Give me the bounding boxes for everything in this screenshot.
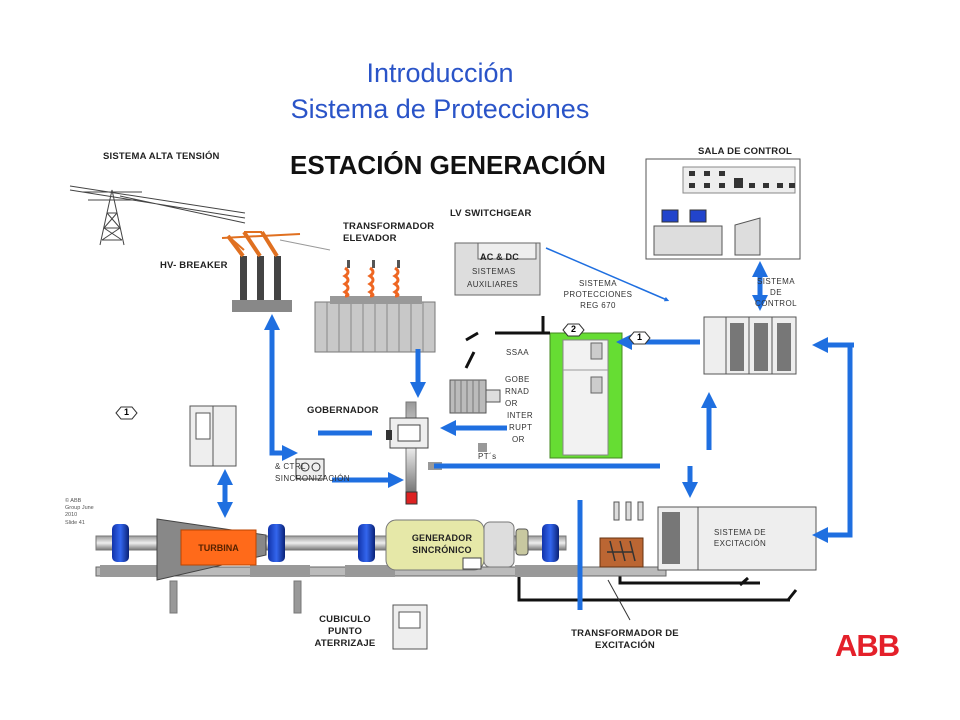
label-excitation-transformer-2: EXCITACIÓN bbox=[595, 640, 655, 651]
control-system-cabinet-icon bbox=[703, 316, 797, 375]
label-lv-switchgear: LV SWITCHGEAR bbox=[450, 208, 532, 219]
turbine-icon bbox=[156, 518, 267, 581]
ac-dc-auxiliaries-cabinet-icon bbox=[454, 242, 541, 296]
label-governor-v2: RNAD bbox=[505, 387, 530, 396]
label-ssaa: SSAA bbox=[506, 348, 529, 357]
badge-icon bbox=[115, 323, 651, 420]
excitation-system-cabinet-icon bbox=[657, 506, 817, 571]
badge-number: 1 bbox=[123, 407, 129, 417]
cubicle-icon bbox=[189, 405, 237, 467]
label-governor: GOBERNADOR bbox=[307, 405, 379, 416]
label-hv-breaker: HV- BREAKER bbox=[160, 260, 228, 271]
label-aux-2: AUXILIARES bbox=[467, 280, 519, 289]
label-grounding-1: CUBICULO bbox=[319, 614, 371, 625]
shaft-couplings bbox=[112, 524, 559, 562]
label-ac-dc: AC & DC bbox=[480, 252, 519, 262]
footer-copyright: © ABB bbox=[65, 498, 82, 504]
station-heading: ESTACIÓN GENERACIÓN bbox=[290, 150, 606, 180]
excitation-transformer-icon bbox=[599, 501, 644, 621]
transmission-tower-icon bbox=[69, 185, 246, 246]
footer-year: 2010 bbox=[65, 512, 78, 518]
footer-slide-number: Slide 41 bbox=[65, 520, 85, 526]
slide-title-line2: Sistema de Protecciones bbox=[290, 94, 590, 124]
lv-protection-link bbox=[545, 247, 670, 302]
motor-icon bbox=[449, 379, 501, 414]
label-generator-1: GENERADOR bbox=[411, 533, 473, 543]
protection-relay-panel-icon bbox=[549, 332, 623, 459]
synchronous-generator-icon bbox=[385, 519, 529, 571]
step-up-transformer-icon bbox=[314, 260, 436, 353]
label-breaker-3: OR bbox=[512, 435, 525, 444]
slide-title-line1: Introducción bbox=[366, 58, 514, 88]
label-control-system-2: DE bbox=[770, 288, 782, 297]
label-generator-2: SINCRÓNICO bbox=[412, 545, 472, 555]
footer-group: Group June bbox=[65, 505, 94, 511]
label-protection-1: SISTEMA bbox=[579, 279, 617, 288]
badge-number: 2 bbox=[570, 324, 576, 334]
label-grounding-3: ATERRIZAJE bbox=[314, 638, 376, 649]
label-control-room: SALA DE CONTROL bbox=[698, 146, 792, 157]
label-aux-1: SISTEMAS bbox=[472, 267, 516, 276]
badge-number: 1 bbox=[636, 332, 642, 342]
label-step-up-transformer-2: ELEVADOR bbox=[343, 233, 397, 244]
sync-control-icon bbox=[295, 458, 325, 480]
label-protection-2: PROTECCIONES bbox=[563, 290, 633, 299]
abb-logo: ABB bbox=[835, 628, 900, 663]
label-hv-system: SISTEMA ALTA TENSIÓN bbox=[103, 151, 220, 162]
label-protection-3: REG 670 bbox=[580, 301, 616, 310]
grounding-cubicle-icon bbox=[392, 604, 428, 650]
label-control-system-3: CONTROL bbox=[755, 299, 797, 308]
label-turbine: TURBINA bbox=[198, 543, 239, 553]
label-sync-2: SINCRONIZACIÓN bbox=[275, 474, 350, 483]
label-step-up-transformer-1: TRANSFORMADOR bbox=[343, 221, 435, 232]
label-governor-v3: OR bbox=[505, 399, 518, 408]
control-room-icon bbox=[645, 158, 801, 260]
label-excitation-2: EXCITACIÓN bbox=[713, 539, 767, 548]
label-sync-1: & CTRL bbox=[275, 462, 306, 471]
label-breaker-1: INTER bbox=[507, 411, 533, 420]
governor-assembly-icon bbox=[386, 401, 487, 505]
label-excitation-1: SISTEMA DE bbox=[713, 528, 766, 537]
hv-breaker-icon bbox=[221, 230, 331, 312]
signal-flow-lines bbox=[216, 260, 854, 610]
label-grounding-2: PUNTO bbox=[327, 626, 363, 637]
label-control-system-1: SISTEMA bbox=[757, 277, 795, 286]
label-excitation-transformer-1: TRANSFORMADOR DE bbox=[571, 628, 679, 639]
label-pts: PT´s bbox=[478, 452, 497, 461]
label-breaker-2: RUPT bbox=[509, 423, 533, 432]
label-governor-v1: GOBE bbox=[505, 375, 530, 384]
